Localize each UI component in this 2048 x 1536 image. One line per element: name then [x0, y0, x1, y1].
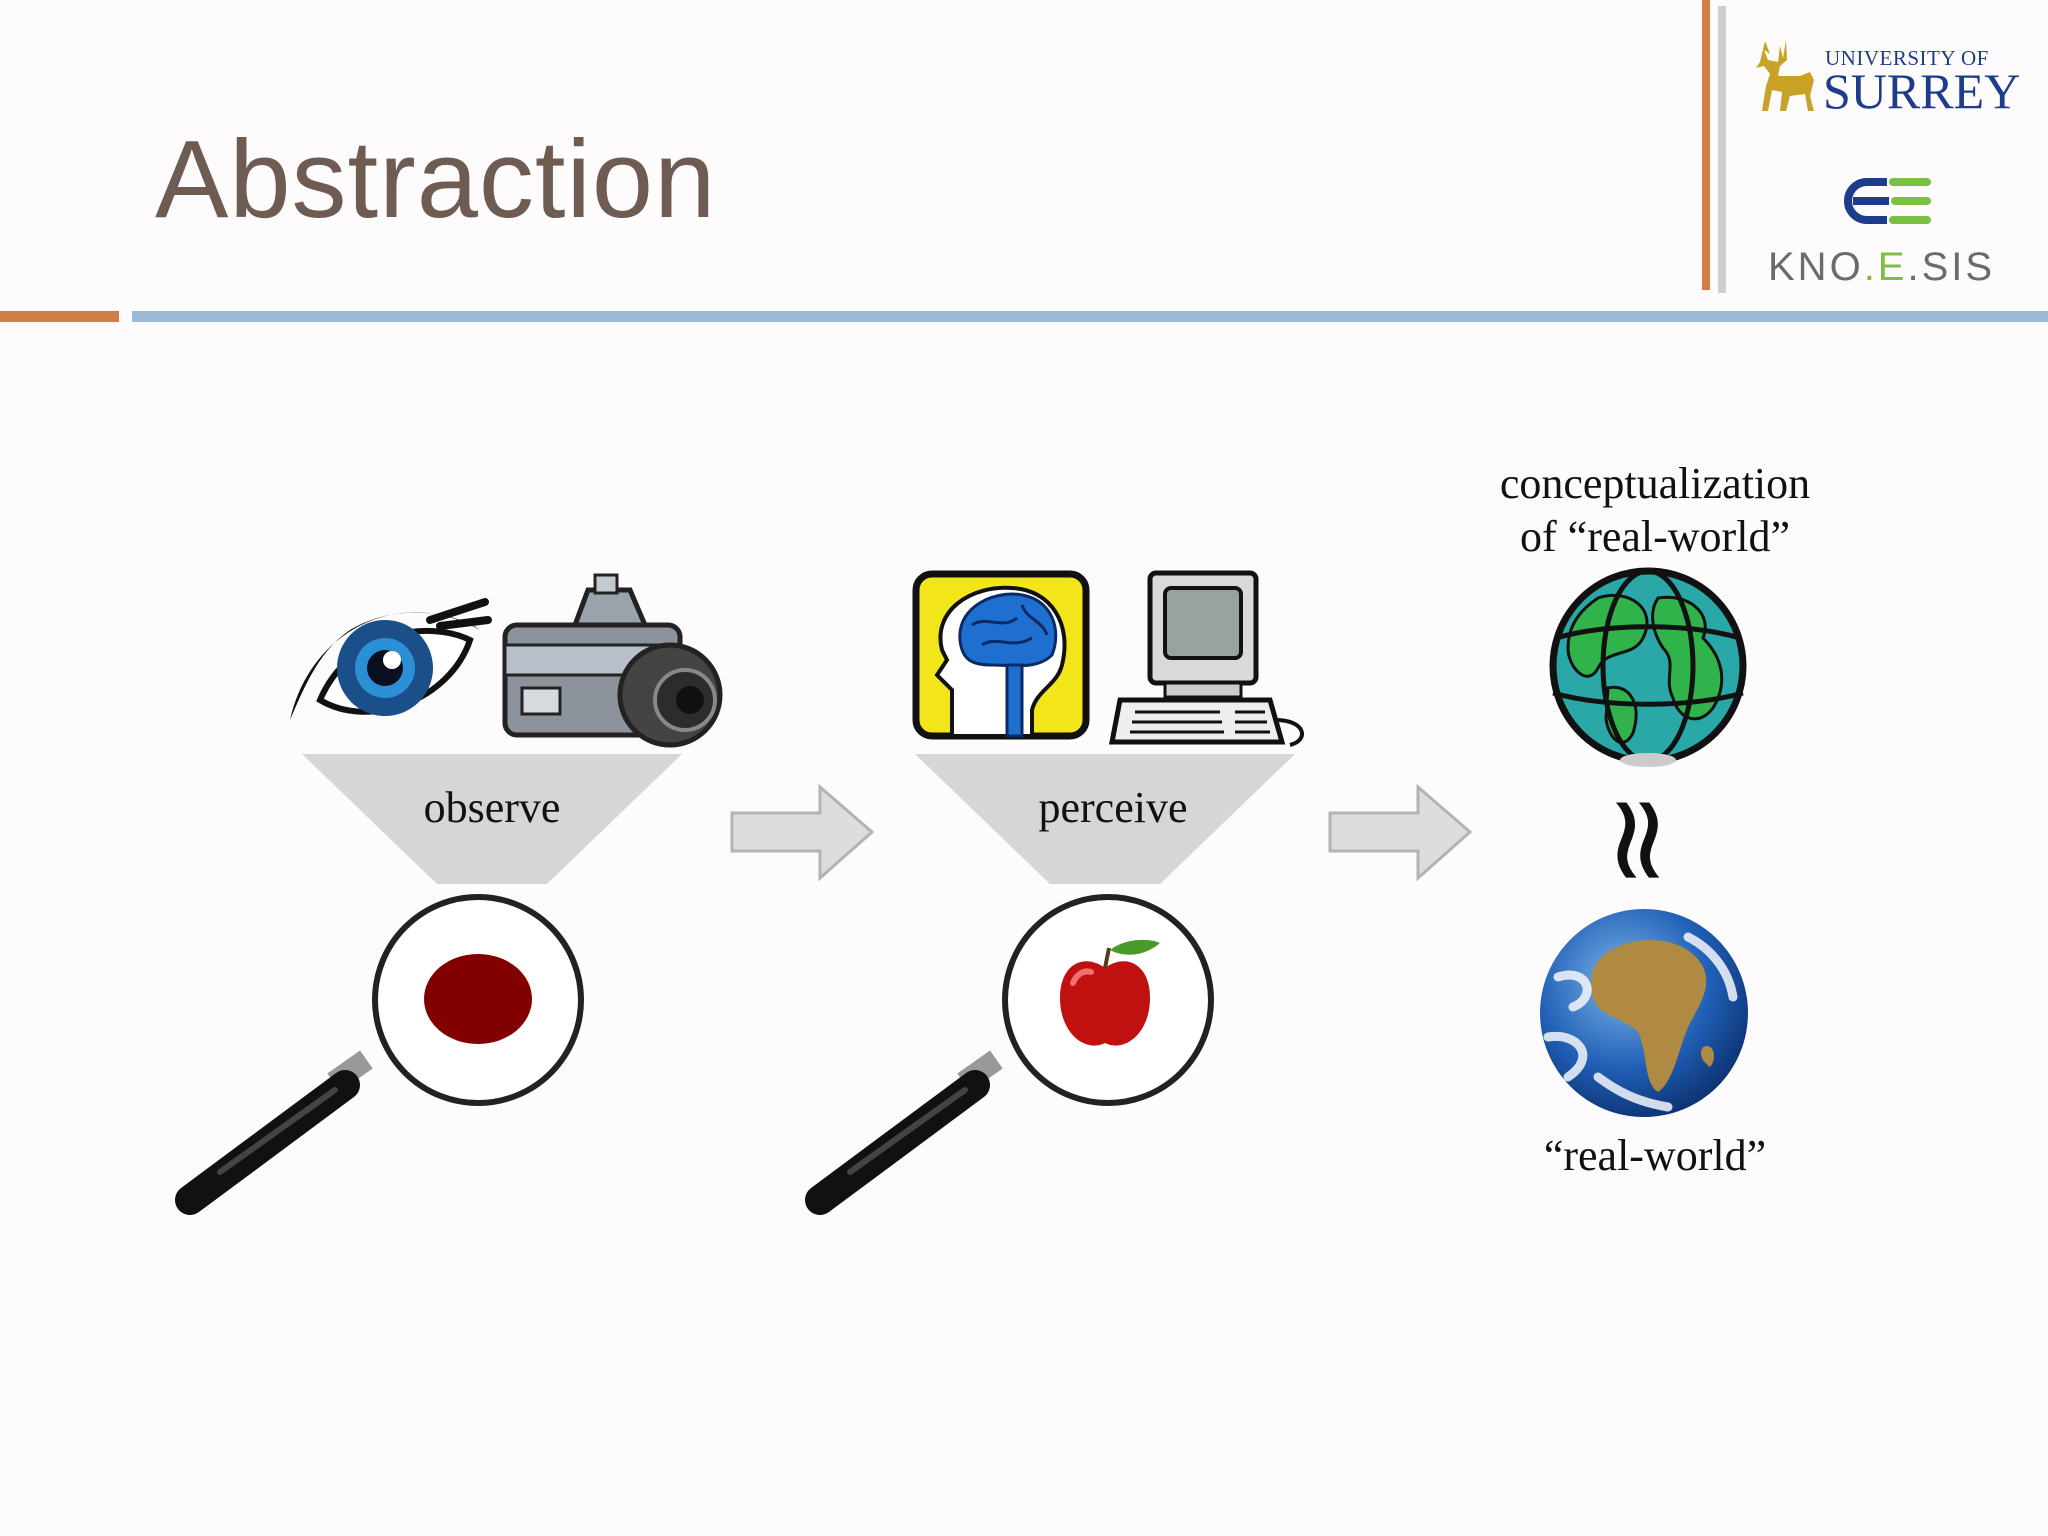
header-divider-gray	[1718, 6, 1726, 293]
apple-icon	[1060, 939, 1160, 1046]
stag-icon	[1756, 40, 1814, 111]
surrey-logo-small-text: UNIVERSITY OF	[1825, 46, 1989, 70]
knoesis-text-pre: KNO	[1768, 245, 1864, 289]
knoesis-logo-text: KNO.E.SIS	[1768, 245, 1995, 290]
perceive-label: perceive	[1038, 783, 1188, 832]
observe-funnel	[302, 754, 682, 884]
red-blob-icon	[424, 954, 532, 1044]
eye-icon	[290, 598, 492, 720]
magnifier-icon	[175, 894, 584, 1215]
header-rule-orange	[0, 311, 119, 322]
realworld-label: “real-world”	[1543, 1131, 1767, 1180]
surrey-logo-text: SURREY	[1823, 63, 2021, 119]
arrow-right-icon	[730, 783, 875, 882]
header-rule-blue	[132, 311, 2048, 322]
slide-title: Abstraction	[155, 118, 717, 241]
knoesis-text-e: .E	[1863, 245, 1908, 289]
approx-symbol: ≈	[1571, 789, 1710, 891]
header-divider-orange	[1702, 0, 1710, 290]
computer-icon	[1108, 570, 1304, 747]
knoesis-text-post: .SIS	[1907, 245, 1996, 289]
brain-icon	[912, 570, 1090, 740]
concept-label: conceptualization of “real-world”	[1455, 458, 1855, 564]
arrow-right-icon	[1328, 783, 1473, 882]
earth-icon	[1540, 909, 1748, 1117]
concept-label-line1: conceptualization	[1499, 459, 1811, 508]
perceive-funnel	[915, 754, 1295, 884]
observe-label: observe	[423, 783, 561, 832]
concept-label-line2: of “real-world”	[1520, 511, 1790, 561]
globe-icon	[1549, 567, 1747, 767]
camera-icon	[502, 573, 723, 748]
knoesis-e-icon	[1844, 178, 1931, 224]
